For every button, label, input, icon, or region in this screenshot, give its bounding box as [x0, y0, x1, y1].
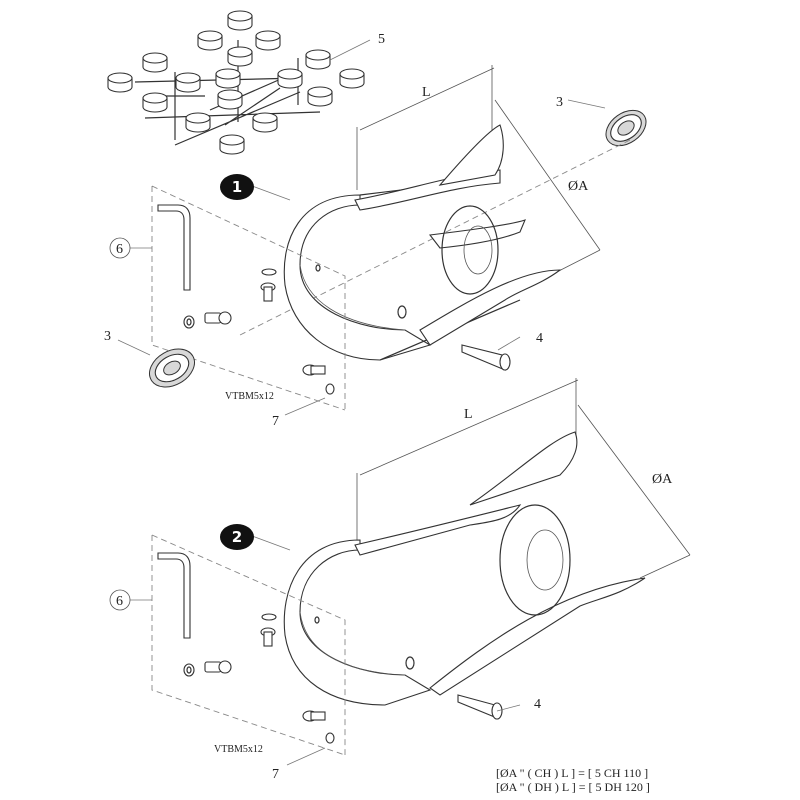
- screw-code-top: VTBM5x12: [225, 391, 274, 402]
- size-legend: [ØA " ( CH ) L ] = [ 5 CH 110 ] [ØA " ( …: [496, 766, 650, 794]
- callout-7-bottom: 7: [272, 767, 279, 782]
- dimension-diameter-bottom: ØA: [652, 472, 673, 487]
- mesh-cylinder: [227, 10, 253, 31]
- mesh-cylinder: [197, 30, 223, 51]
- mesh-cylinder: [219, 134, 245, 155]
- callout-circle-6-bottom: [109, 589, 131, 611]
- callout-4-bottom: 4: [534, 697, 541, 712]
- dimension-diameter-top: ØA: [568, 179, 589, 194]
- screw-code-bottom: VTBM5x12: [214, 744, 263, 755]
- valve-top: [461, 344, 511, 371]
- mesh-cylinder: [142, 92, 168, 113]
- assembly-badge-1: 1: [220, 174, 254, 200]
- legend-line-1: [ØA " ( CH ) L ] = [ 5 CH 110 ]: [496, 766, 649, 780]
- callout-6-top: 6: [116, 242, 123, 257]
- mesh-cylinder: [227, 46, 253, 67]
- callout-circle-6-top: [109, 237, 131, 259]
- valve-bottom: [457, 694, 503, 720]
- mesh-cylinder: [215, 68, 241, 89]
- badge-1-number: 1: [232, 178, 242, 196]
- mesh-cylinder: [255, 30, 281, 51]
- bearing-mesh-part-5: [107, 10, 365, 155]
- leader-lines: [117, 39, 606, 766]
- mesh-cylinder: [252, 112, 278, 133]
- wheel-assembly-1: [239, 65, 631, 361]
- mesh-cylinder: [277, 68, 303, 89]
- legend-line-2: [ØA " ( DH ) L ] = [ 5 DH 120 ]: [496, 780, 650, 794]
- callout-6-bottom: 6: [116, 594, 123, 609]
- hardware-kit-top: [151, 185, 346, 411]
- dimension-length-bottom: L: [464, 407, 473, 422]
- callout-7-top: 7: [272, 414, 279, 429]
- callout-3-top: 3: [556, 95, 563, 110]
- hardware-kit-bottom: [151, 534, 346, 756]
- mesh-cylinder: [175, 72, 201, 93]
- dimension-length-top: L: [422, 85, 431, 100]
- bearing-left: [149, 348, 195, 388]
- callout-3-left: 3: [104, 329, 111, 344]
- mesh-cylinder: [307, 86, 333, 107]
- badge-2-number: 2: [232, 528, 242, 546]
- mesh-cylinder: [107, 72, 133, 93]
- mesh-cylinder: [217, 89, 243, 110]
- mesh-cylinder: [339, 68, 365, 89]
- mesh-cylinder: [305, 49, 331, 70]
- mesh-cylinder: [142, 52, 168, 73]
- callout-5: 5: [378, 32, 385, 47]
- assembly-badge-2: 2: [220, 524, 254, 550]
- wheel-assembly-2: [283, 378, 691, 706]
- mesh-cylinder: [185, 112, 211, 133]
- bearing-top: [605, 109, 647, 147]
- callout-4-top: 4: [536, 331, 543, 346]
